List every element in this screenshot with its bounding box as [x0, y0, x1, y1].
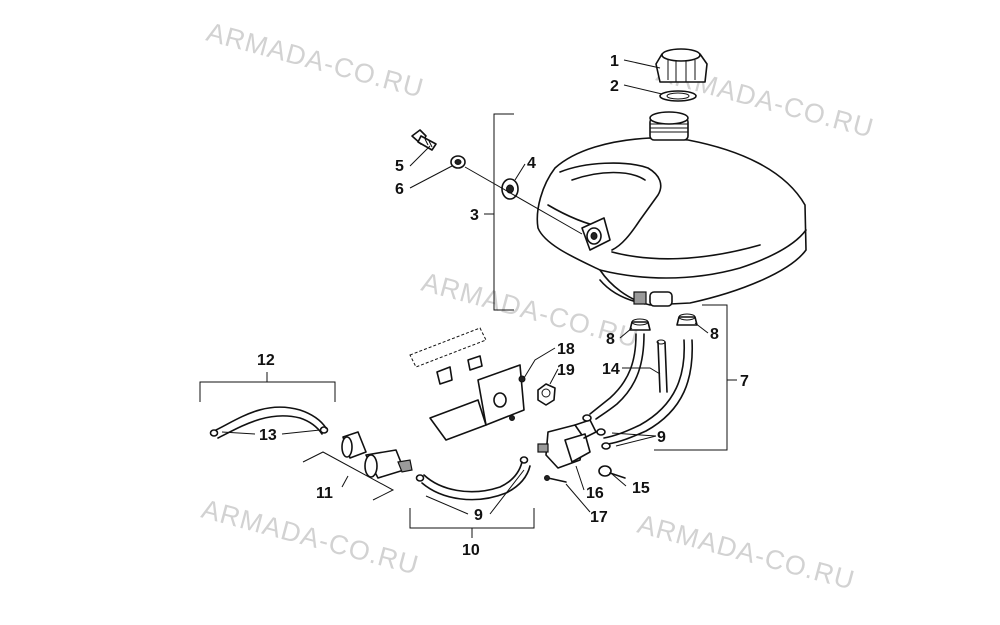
upper-left-hose: [215, 406, 327, 439]
callout-12: 12: [257, 352, 275, 369]
callout-16: 16: [586, 485, 604, 502]
fuel-valve: [537, 419, 597, 469]
callout-17: 17: [590, 509, 608, 526]
mount-bracket: [409, 327, 526, 441]
leader-lines: [221, 59, 709, 515]
callout-6: 6: [395, 181, 404, 198]
watermark-1: ARMADA-CO.RU: [203, 17, 427, 104]
assembly-line: [464, 166, 583, 235]
callout-10: 10: [462, 542, 480, 559]
fuel-tank: [536, 111, 807, 307]
callout-numbers: 1 2 3 4 5 6 7 8 8 9 9 10 11 12 13 14 15 …: [257, 53, 749, 559]
watermark-4: ARMADA-CO.RU: [198, 494, 422, 581]
callout-9-lower: 9: [474, 507, 483, 524]
callout-15: 15: [632, 480, 650, 497]
vent-hose: [656, 339, 668, 393]
callout-7: 7: [740, 373, 749, 390]
nut: [537, 383, 556, 406]
callout-14: 14: [602, 361, 620, 378]
hose-clamp-left: [629, 318, 651, 331]
callout-8-right: 8: [710, 326, 719, 343]
callout-9-right: 9: [657, 429, 666, 446]
fuel-cap: [655, 48, 708, 83]
grommet: [501, 178, 519, 200]
bracket-10: [409, 508, 535, 529]
bracket-3: [493, 113, 514, 311]
callout-13: 13: [259, 427, 277, 444]
callout-4: 4: [527, 155, 536, 172]
lower-fuel-hose: [421, 461, 531, 501]
fuel-filter: [341, 431, 413, 479]
bolt: [411, 129, 437, 151]
callout-2: 2: [610, 78, 619, 95]
watermark-5: ARMADA-CO.RU: [634, 509, 858, 596]
watermarks: ARMADA-CO.RU ARMADA-CO.RU ARMADA-CO.RU A…: [198, 17, 877, 596]
cap-gasket: [659, 90, 697, 102]
bracket-12: [199, 381, 336, 402]
callout-8-left: 8: [606, 331, 615, 348]
bracket-7: [654, 304, 728, 451]
fuel-hoses: [589, 333, 694, 445]
callout-3: 3: [470, 207, 479, 224]
callout-11: 11: [316, 485, 333, 502]
callout-5: 5: [395, 158, 404, 175]
callout-1: 1: [610, 53, 619, 70]
callout-19: 19: [557, 362, 575, 379]
screw-15: [598, 465, 626, 479]
small-clamps: [209, 414, 611, 482]
callout-18: 18: [557, 341, 575, 358]
washer: [450, 155, 466, 169]
screw-17: [544, 475, 567, 483]
bracket-11: [302, 451, 395, 501]
hose-clamp-right: [676, 313, 698, 326]
